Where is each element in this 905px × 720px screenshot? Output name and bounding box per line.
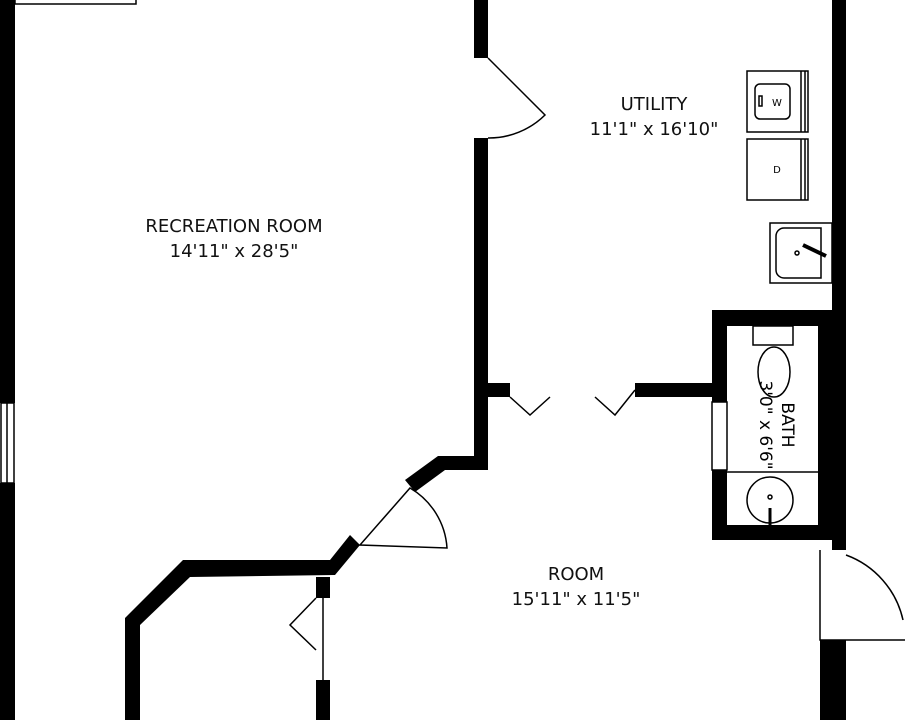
room-top-wall-left (488, 383, 510, 397)
room-name: RECREATION ROOM (145, 216, 323, 237)
toilet-bowl (757, 346, 791, 398)
utility-sink (769, 222, 833, 284)
room-size: 11'1" x 16'10" (589, 119, 719, 140)
rec-right-wall-top (474, 0, 488, 58)
bath-left-wall-bottom (712, 470, 727, 540)
dryer-label: D (773, 165, 781, 176)
room-name: UTILITY (620, 94, 688, 115)
left-wall (0, 0, 15, 403)
left-wall-lower (0, 483, 15, 720)
utility-label: UTILITY 11'1" x 16'10" (590, 92, 719, 142)
room-opening-left (509, 396, 551, 417)
rec-right-wall-diagonal (405, 138, 488, 492)
bath-bottom-wall (712, 525, 846, 540)
closet-wall-top (316, 577, 330, 598)
exterior-door-swing (819, 550, 905, 641)
room-name: BATH (777, 402, 797, 448)
rec-lower-diagonal-wall (125, 535, 360, 720)
bath-left-wall-top (712, 310, 727, 402)
bath-right-wall (818, 310, 846, 540)
closet-door-swing (288, 597, 317, 651)
utility-door-swing (487, 57, 547, 139)
room-top-wall-right (635, 383, 712, 397)
room-name: ROOM (547, 564, 605, 585)
walls (0, 0, 846, 720)
room-size: 15'11" x 11'5" (511, 589, 641, 610)
toilet-tank (752, 325, 794, 346)
room-size: 3'0" x 6'6" (755, 380, 775, 470)
rec-door-swing (358, 487, 448, 549)
bath-label: BATH 3'0" x 6'6" (754, 380, 798, 469)
room-label: ROOM 15'11" x 11'5" (512, 562, 641, 612)
room-size: 14'11" x 28'5" (169, 241, 299, 262)
dryer (746, 138, 809, 201)
washer-label: W (772, 98, 782, 109)
closet-wall-bottom (316, 680, 330, 720)
top-left-cabinet (14, 0, 137, 5)
recreation-room-label: RECREATION ROOM 14'11" x 28'5" (145, 214, 322, 264)
room-right-wall-bottom (820, 640, 846, 720)
room-opening-right (594, 389, 636, 417)
bath-door-opening (711, 401, 728, 471)
bath-top-wall (712, 310, 846, 326)
washer (746, 70, 809, 133)
